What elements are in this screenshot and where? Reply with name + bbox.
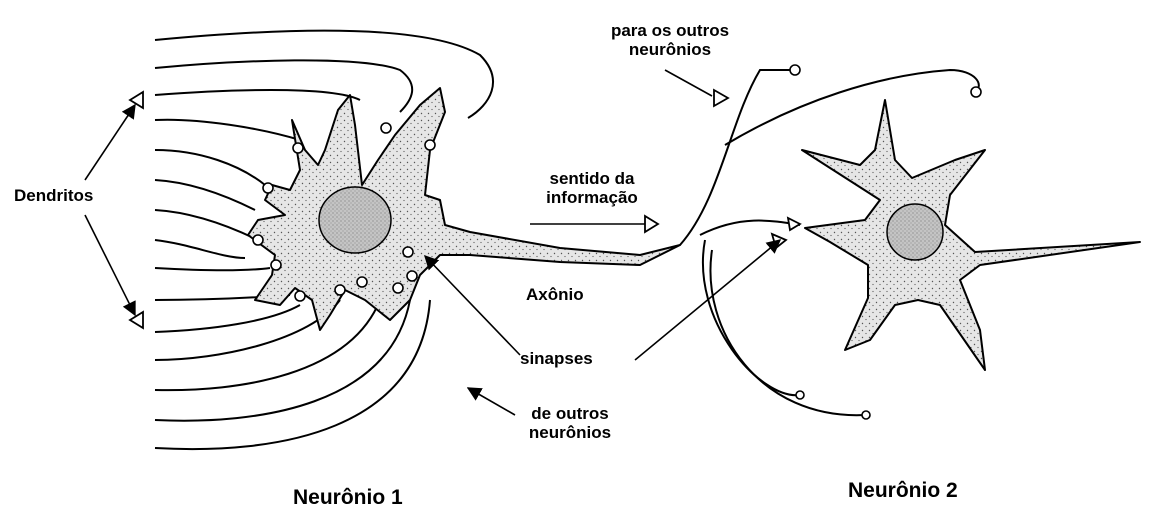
triangle-dendrite-top bbox=[128, 90, 144, 110]
triangle-synapse-n2b bbox=[786, 216, 802, 232]
neuron1-soma bbox=[247, 87, 681, 331]
label-neuron2: Neurônio 2 bbox=[848, 479, 958, 502]
label-to-other-neurons-line1: para os outros bbox=[610, 21, 730, 40]
pointer-lines bbox=[84, 69, 782, 416]
label-to-other-neurons-line2: neurônios bbox=[628, 39, 712, 59]
neuron2-nucleus bbox=[886, 203, 944, 261]
label-from-other-neurons-line1: de outros bbox=[531, 404, 609, 423]
neuron2-branches bbox=[679, 68, 980, 417]
neuron1-synapse-knobs bbox=[252, 122, 436, 302]
triangle-markers bbox=[128, 88, 802, 330]
triangle-info-direction bbox=[644, 214, 660, 234]
label-info-direction-line2: informação bbox=[546, 187, 638, 207]
label-from-other-neurons: de outros neurônios bbox=[505, 404, 635, 442]
triangle-dendrite-bottom bbox=[128, 310, 144, 330]
label-neuron1: Neurônio 1 bbox=[293, 486, 403, 509]
label-from-other-neurons-line2: neurônios bbox=[528, 422, 612, 442]
label-dendritos: Dendritos bbox=[14, 186, 94, 205]
neuron1-input-fibers bbox=[154, 29, 494, 451]
triangle-to-others bbox=[713, 88, 730, 108]
label-info-direction-line1: sentido da bbox=[549, 169, 635, 188]
label-synapses: sinapses bbox=[520, 349, 593, 368]
label-to-other-neurons: para os outros neurônios bbox=[590, 21, 750, 59]
neuron2-soma bbox=[801, 99, 1141, 371]
label-axon: Axônio bbox=[526, 285, 584, 304]
label-info-direction: sentido da informação bbox=[522, 169, 662, 207]
neuron1-nucleus bbox=[318, 186, 392, 254]
neuron2-terminal-knobs bbox=[789, 64, 982, 420]
